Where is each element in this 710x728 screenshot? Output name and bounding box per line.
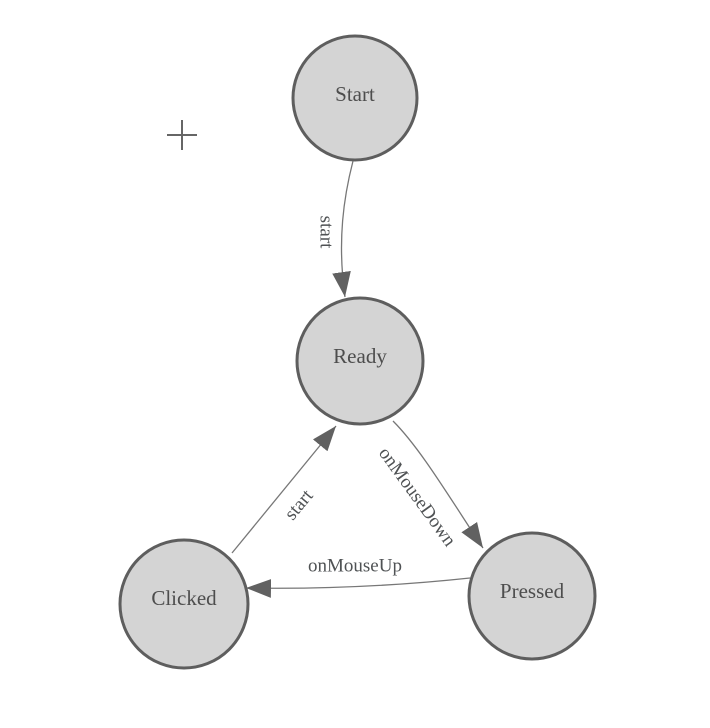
- transition-edge-ready-to-pressed[interactable]: [392, 420, 484, 549]
- transition-edge-clicked-to-ready[interactable]: [231, 425, 337, 554]
- transition-ready-to-pressed: onMouseDown: [374, 420, 484, 551]
- state-circle-pressed[interactable]: [467, 531, 597, 661]
- state-node-start[interactable]: Start: [291, 34, 419, 162]
- state-circle-start[interactable]: [291, 34, 419, 162]
- transition-edge-pressed-to-clicked[interactable]: [245, 577, 471, 598]
- transition-label-clicked-to-ready: start: [280, 485, 318, 524]
- origin-crosshair-icon: [167, 120, 197, 150]
- transition-label-pressed-to-clicked: onMouseUp: [308, 556, 402, 577]
- state-node-ready[interactable]: Ready: [295, 296, 425, 426]
- transition-label-start-to-ready: start: [316, 216, 337, 249]
- state-node-clicked[interactable]: Clicked: [118, 538, 250, 670]
- transition-edge-start-to-ready[interactable]: [332, 160, 354, 298]
- transition-clicked-to-ready: start: [231, 425, 337, 554]
- state-label-ready: Ready: [333, 344, 387, 368]
- transition-pressed-to-clicked: onMouseUp: [245, 556, 471, 598]
- state-label-start: Start: [335, 82, 375, 106]
- state-node-pressed[interactable]: Pressed: [467, 531, 597, 661]
- state-label-pressed: Pressed: [500, 579, 565, 603]
- state-circle-ready[interactable]: [295, 296, 425, 426]
- state-circle-clicked[interactable]: [118, 538, 250, 670]
- transition-label-ready-to-pressed: onMouseDown: [374, 443, 460, 551]
- transition-start-to-ready: start: [316, 160, 354, 298]
- state-label-clicked: Clicked: [151, 586, 217, 610]
